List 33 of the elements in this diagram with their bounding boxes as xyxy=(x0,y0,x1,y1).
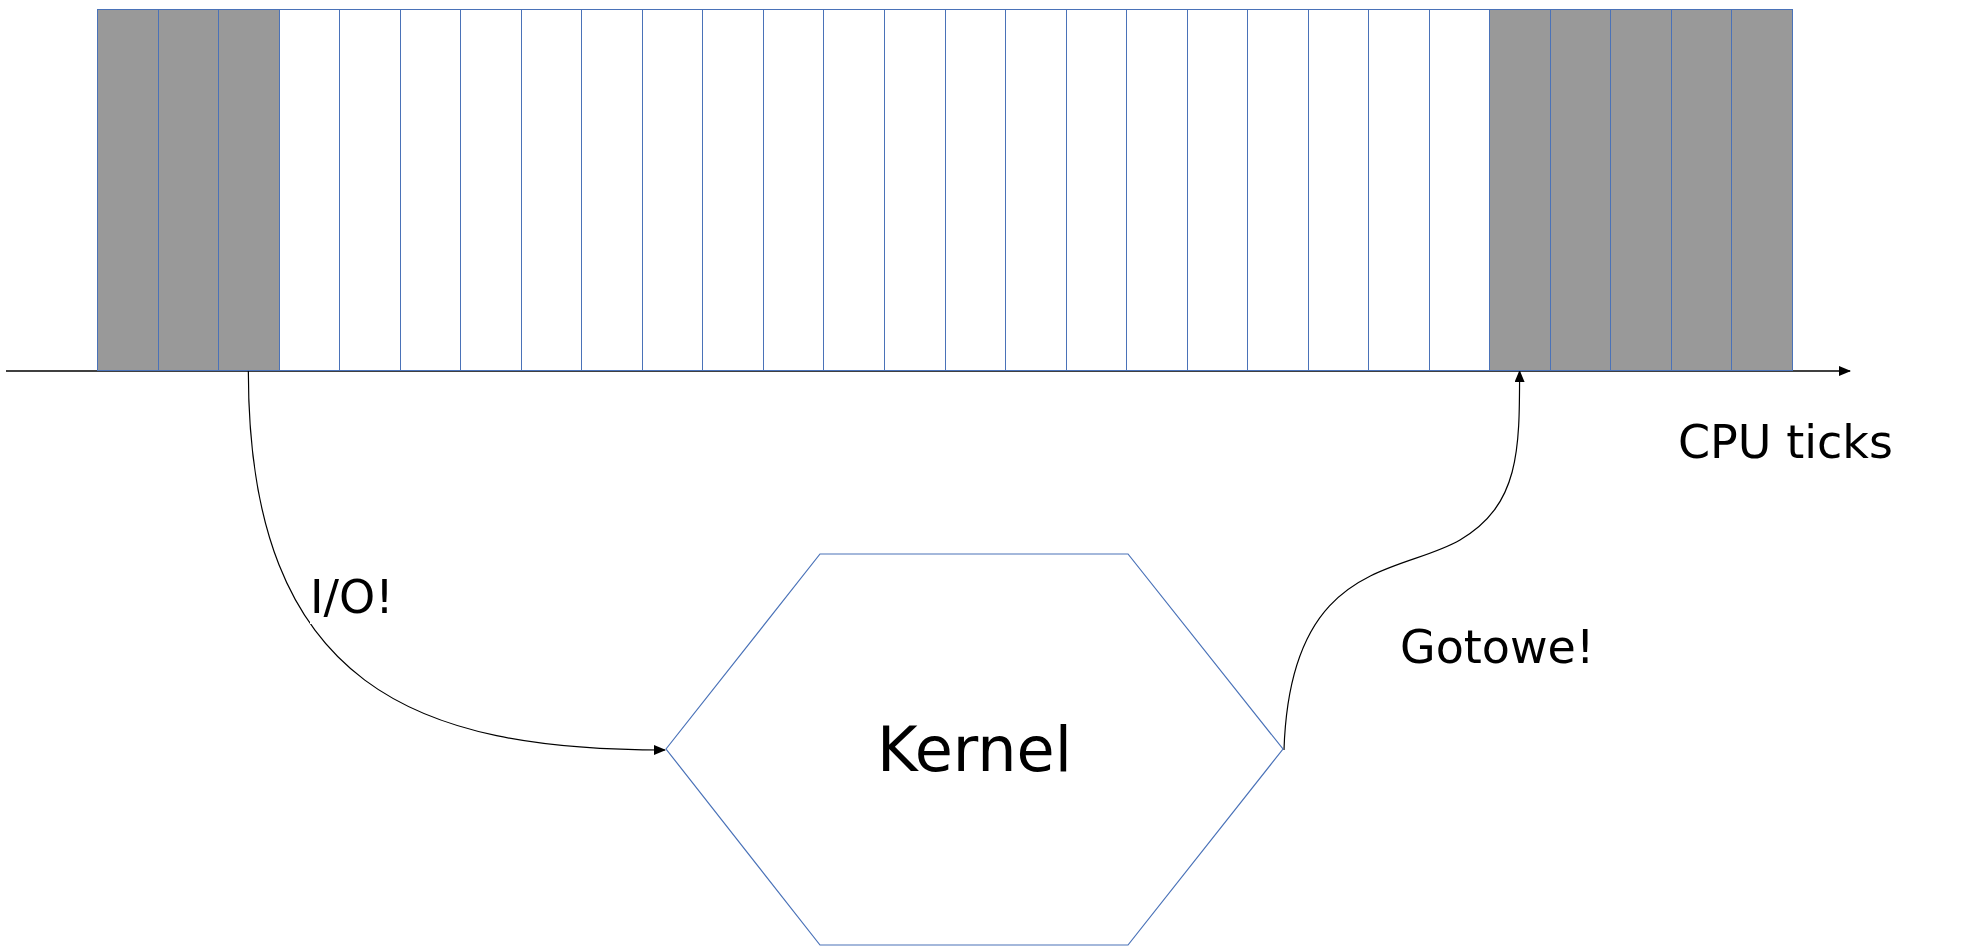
idle-tick-bar xyxy=(1368,9,1430,371)
idle-tick-bar xyxy=(1428,9,1491,371)
idle-tick-bar xyxy=(1126,9,1188,371)
axis-label: CPU ticks xyxy=(1678,415,1893,469)
idle-tick-bar xyxy=(823,9,885,371)
idle-tick-bar xyxy=(1186,9,1249,371)
idle-tick-bar xyxy=(1005,9,1067,371)
idle-tick-bar xyxy=(1247,9,1309,371)
idle-tick-bar xyxy=(460,9,522,371)
idle-tick-bar xyxy=(278,9,341,371)
idle-tick-bar xyxy=(702,9,764,371)
busy-tick-bar xyxy=(1610,9,1672,371)
busy-tick-bar xyxy=(1731,9,1793,371)
idle-tick-bar xyxy=(1065,9,1128,371)
idle-tick-bar xyxy=(339,9,401,371)
busy-tick-bar xyxy=(1489,9,1551,371)
idle-tick-bar xyxy=(1307,9,1370,371)
busy-tick-bar xyxy=(1549,9,1612,371)
idle-tick-bar xyxy=(883,9,946,371)
idle-tick-bar xyxy=(641,9,704,371)
idle-tick-bar xyxy=(399,9,462,371)
idle-tick-bar xyxy=(762,9,825,371)
busy-tick-bar xyxy=(97,9,159,371)
arrow xyxy=(247,370,666,755)
arrow xyxy=(1283,370,1525,751)
idle-tick-bar xyxy=(581,9,643,371)
kernel-hexagon xyxy=(665,553,1284,946)
idle-tick-bar xyxy=(520,9,583,371)
busy-tick-bar xyxy=(1670,9,1733,371)
busy-tick-bar xyxy=(157,9,220,371)
busy-tick-bar xyxy=(218,9,280,371)
node-label: Kernel xyxy=(876,713,1073,786)
idle-tick-bar xyxy=(944,9,1007,371)
